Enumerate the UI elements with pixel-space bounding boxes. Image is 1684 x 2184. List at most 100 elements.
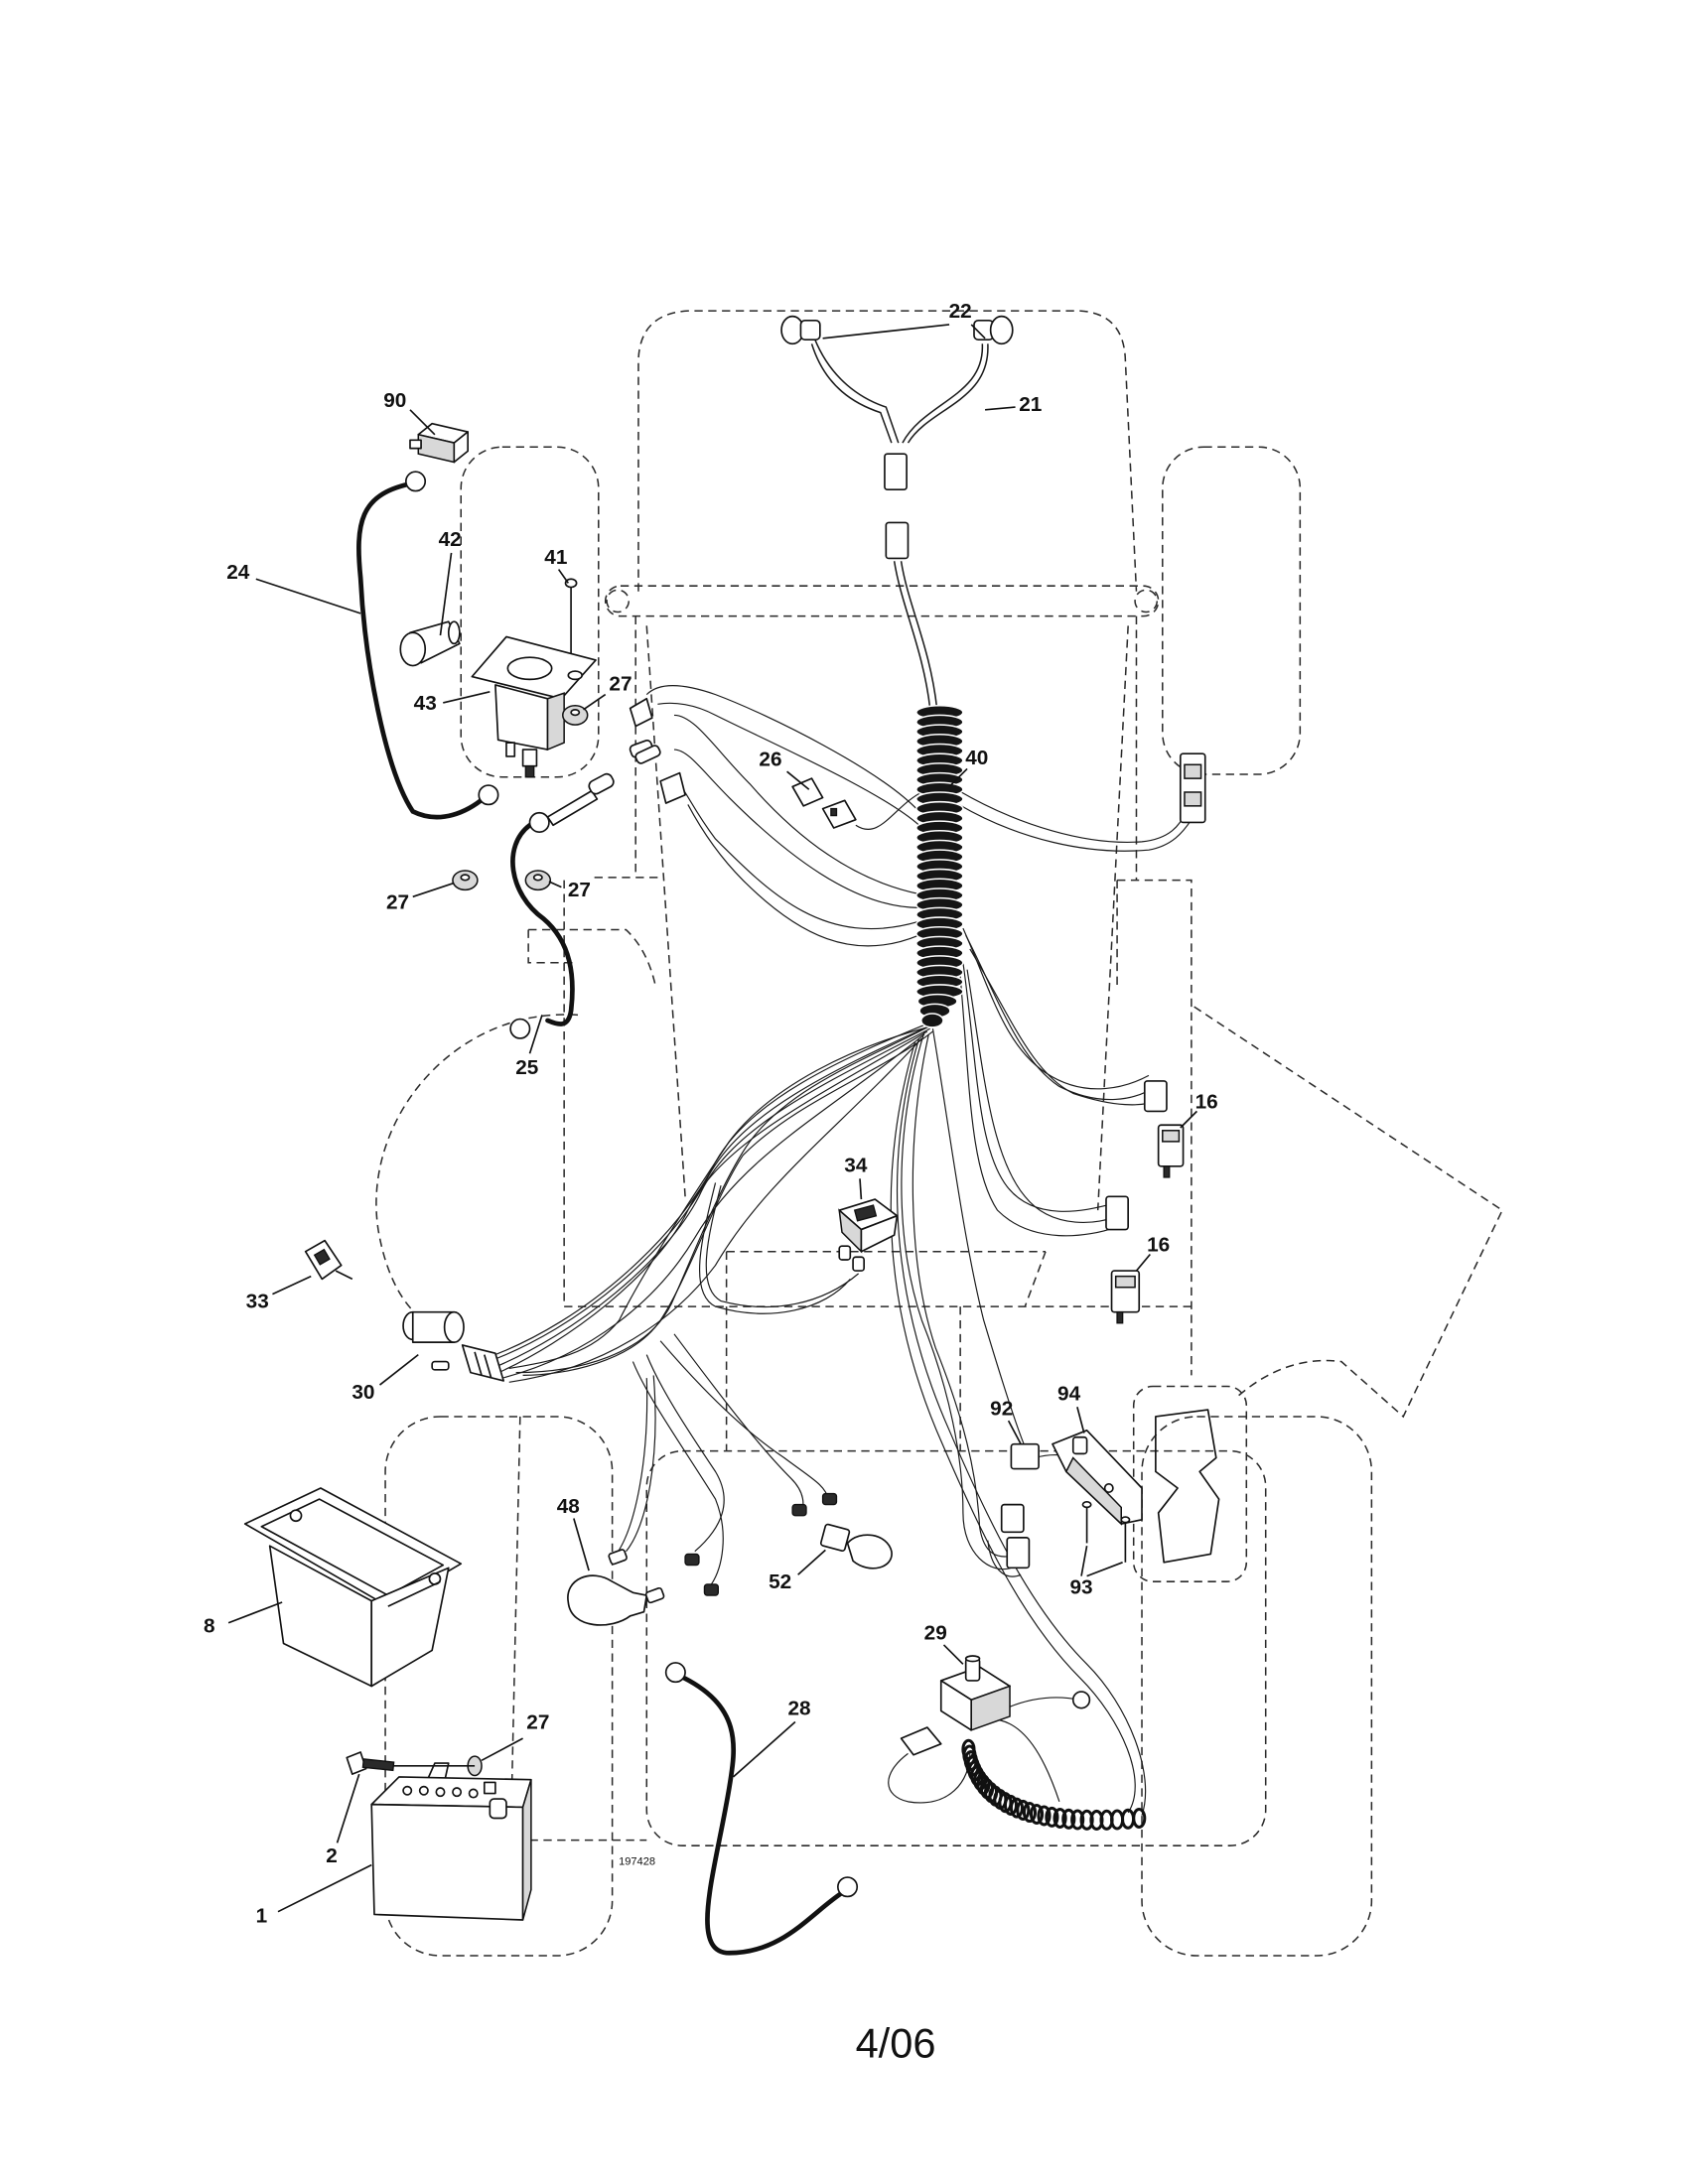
part-92-connector-shape <box>1000 1503 1025 1534</box>
part-48-lamp-shape <box>644 1586 665 1604</box>
callout-52: 52 <box>769 1570 791 1593</box>
callout-8: 8 <box>204 1614 215 1637</box>
callout-25: 25 <box>515 1056 538 1079</box>
harness-wires-shape <box>626 1375 656 1553</box>
harness-wires-shape <box>705 1185 860 1308</box>
part-16-switch-upper-shape <box>1143 1080 1168 1113</box>
harness-wires-shape <box>958 803 1193 852</box>
callout-leaders-shape <box>443 691 491 704</box>
part-2-bolt <box>346 1751 395 1775</box>
part-8-battery-box-shape <box>260 1498 445 1596</box>
part-8-battery-box-shape <box>387 1580 441 1607</box>
harness-wires-shape <box>902 343 984 444</box>
harness-wires-shape <box>900 561 938 709</box>
nut-27 <box>524 870 552 891</box>
part-34-rocker-switch-shape <box>838 1245 852 1261</box>
callout-90: 90 <box>383 389 406 412</box>
part-26-fuse <box>791 777 857 829</box>
harness-wires-shape <box>491 1030 928 1376</box>
harness-wires-shape <box>501 1033 925 1379</box>
part-1-battery-shape <box>483 1781 496 1795</box>
right-harness-connector-shape <box>1184 791 1202 807</box>
coil-cord-ring <box>1009 1797 1025 1819</box>
part-43-solenoid-shape <box>521 749 538 767</box>
coil-cord-ring <box>1052 1807 1067 1830</box>
part-2-bolt-shape <box>361 1758 395 1772</box>
callout-leaders-shape <box>1076 1407 1085 1433</box>
coil-cord-ring <box>1003 1794 1019 1816</box>
footrest-outline <box>527 928 656 984</box>
ring-terminal <box>528 811 550 833</box>
harness-wires-shape <box>481 1024 933 1365</box>
harness-wires-shape <box>907 343 989 444</box>
harness-wires-shape <box>632 1361 724 1585</box>
part-1-battery-shape <box>521 1779 532 1921</box>
part-30-ignition-switch-shape <box>474 1351 483 1376</box>
part-48-lamp <box>567 1549 720 1626</box>
coil-cord-ring <box>1029 1803 1045 1825</box>
left-step-outline <box>563 877 661 1307</box>
part-92-connector <box>1000 1442 1040 1570</box>
part-29-pto-switch <box>900 1655 1091 1756</box>
ring-terminal <box>509 1018 531 1039</box>
part-16-switch-upper <box>1143 1080 1185 1178</box>
harness-wires-shape <box>645 1354 725 1553</box>
rear-frame-line <box>510 1416 647 1842</box>
part-41-bolt-shape <box>564 578 578 589</box>
coil-cord-ring <box>1070 1809 1085 1831</box>
part-1-battery-shape <box>452 1787 463 1798</box>
callout-leaders-shape <box>797 1549 826 1575</box>
part-43-solenoid-shape <box>567 670 583 681</box>
harness-wires-shape <box>810 343 893 444</box>
harness-wires-shape <box>659 1340 829 1500</box>
terminal-boot <box>588 772 615 795</box>
page-footer: 4/06 <box>856 2019 936 2066</box>
part-29-pto-switch-shape <box>964 1655 981 1663</box>
right-step-outline <box>1116 879 1193 1376</box>
harness-wires-shape <box>893 561 931 709</box>
callout-94: 94 <box>1057 1382 1081 1405</box>
callout-30: 30 <box>351 1381 374 1404</box>
part-8-battery-box-shape <box>370 1567 450 1688</box>
callout-leaders-shape <box>378 1353 419 1386</box>
part-1-battery-shape <box>402 1785 413 1796</box>
harness-wires-shape <box>888 1752 971 1804</box>
front-axle-pivot-left <box>606 589 631 614</box>
harness-wires-shape <box>901 1030 1012 1570</box>
harness-wires-shape <box>515 1024 930 1374</box>
drawing-number: 197428 <box>619 1856 655 1868</box>
nut-27 <box>452 870 479 891</box>
part-42-terminal-boot-shape <box>447 620 461 645</box>
part-8-battery-box-shape <box>289 1509 303 1523</box>
part-1-battery-shape <box>418 1785 429 1796</box>
part-92-connector-shape <box>1010 1442 1040 1470</box>
harness-wires-shape <box>616 1378 648 1555</box>
part-33-key-shape <box>313 1248 331 1266</box>
part-1-battery-shape <box>468 1788 479 1799</box>
harness-wires-shape <box>987 1540 1022 1577</box>
callout-21: 21 <box>1019 393 1042 416</box>
part-94-switch-shape <box>1064 1456 1122 1526</box>
coil-cord-ring <box>1037 1805 1052 1827</box>
part-43-solenoid-shape <box>494 684 549 751</box>
cable-25 <box>509 772 615 1039</box>
harness-wires-shape <box>484 1020 936 1360</box>
callout-leaders-shape <box>1180 1110 1198 1129</box>
rear-wheel-right <box>1141 1416 1373 1957</box>
callout-leaders-shape <box>1135 1253 1151 1272</box>
harness-wires-shape <box>896 1037 1147 1816</box>
callout-27: 27 <box>568 879 591 901</box>
callout-48: 48 <box>557 1495 580 1518</box>
nut-27-shape <box>532 874 543 882</box>
part-90-boot-shape <box>409 439 422 450</box>
harness-wires-shape <box>965 934 1157 1101</box>
harness-wires-shape <box>673 749 919 908</box>
part-16-switch-upper-shape <box>1163 1165 1171 1178</box>
harness-wires-shape <box>990 1718 1060 1803</box>
part-43-solenoid <box>471 635 597 778</box>
harness-wires-shape <box>699 1182 851 1314</box>
part-1-battery-shape <box>489 1798 507 1820</box>
dash-panel-outline <box>564 1250 1194 1451</box>
loom-coil-ring <box>920 1013 944 1028</box>
